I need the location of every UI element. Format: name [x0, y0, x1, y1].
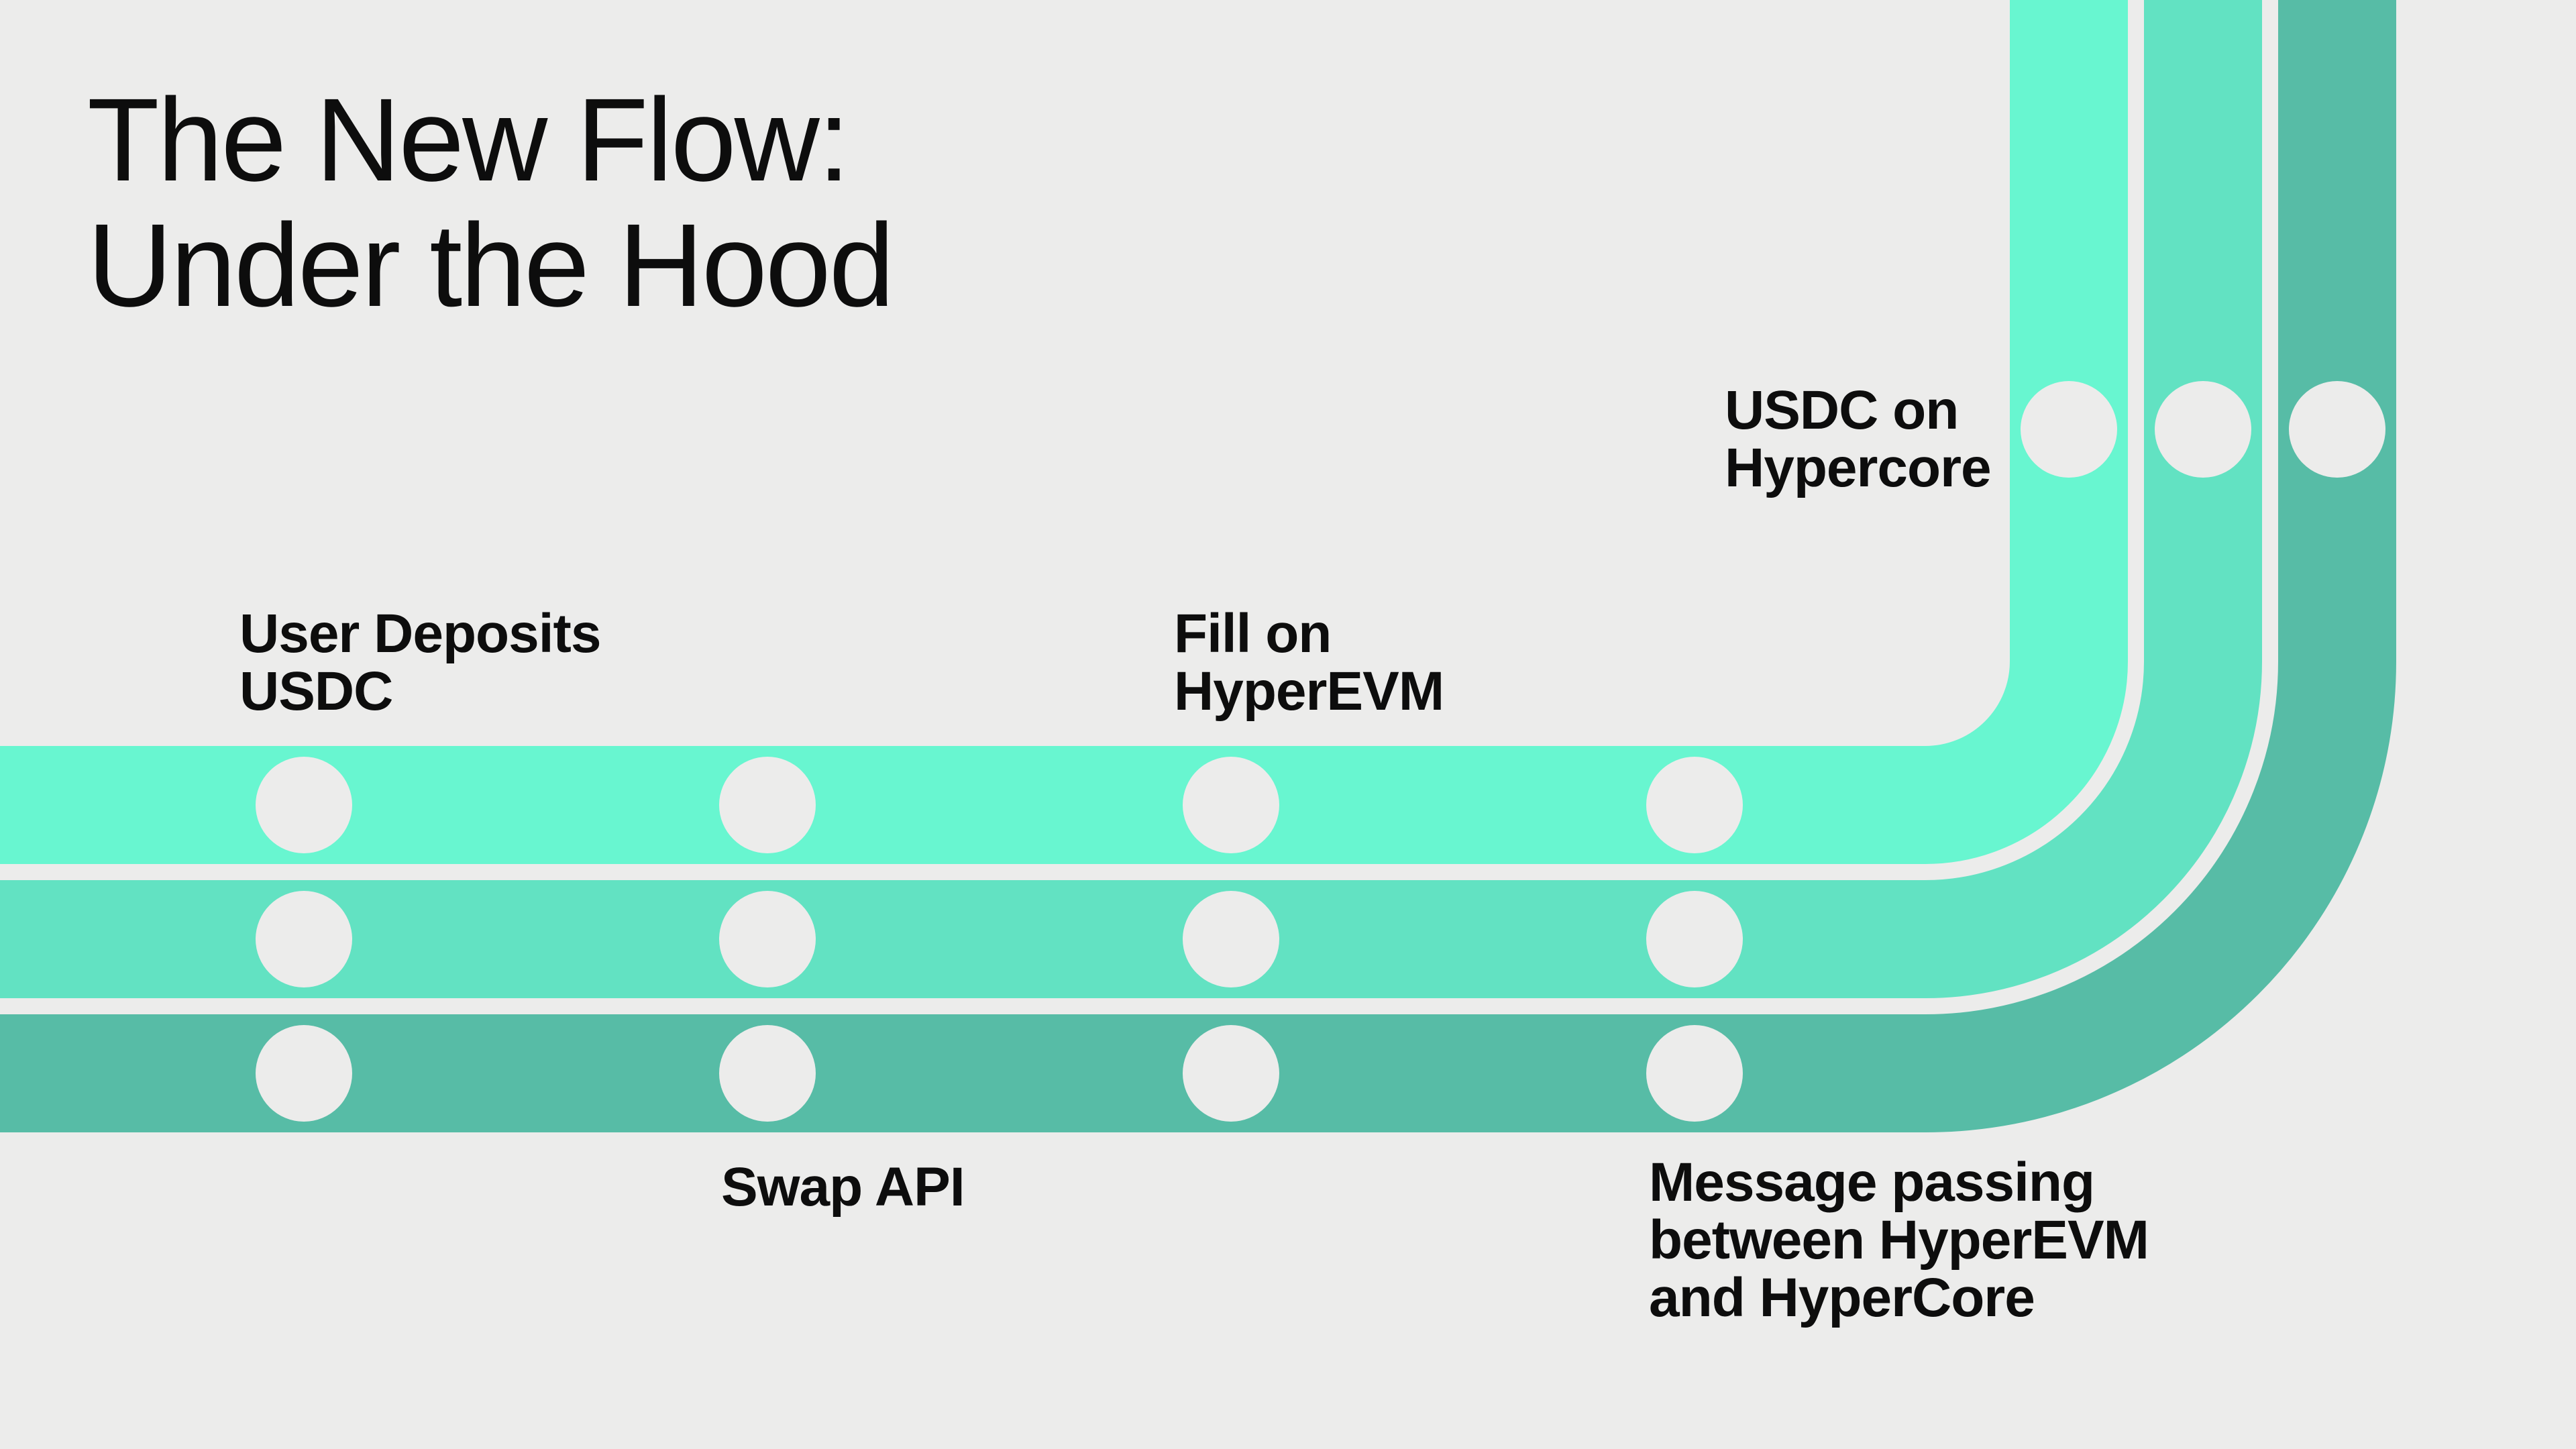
station-dot — [2155, 381, 2251, 478]
station-dot — [1646, 891, 1743, 987]
station-dot — [1646, 1025, 1743, 1122]
label-fill-on-hyperevm: Fill on HyperEVM — [1174, 603, 1444, 722]
station-dot — [1183, 891, 1279, 987]
page-title: The New Flow: Under the Hood — [87, 74, 895, 331]
station-dot — [719, 1025, 816, 1122]
station-dot — [2021, 381, 2117, 478]
station-dot — [256, 891, 352, 987]
station-dot — [1646, 757, 1743, 853]
label-message-passing: Message passing between HyperEVM and Hyp… — [1649, 1152, 2149, 1328]
label-user-deposits-usdc: User Deposits USDC — [239, 603, 601, 722]
station-dot — [719, 891, 816, 987]
flow-line-middle-path — [0, 0, 2262, 998]
station-dot — [2289, 381, 2385, 478]
station-dots — [256, 381, 2385, 1122]
flow-line-outer-path — [0, 0, 2396, 1132]
label-usdc-on-hypercore: USDC on Hypercore — [1725, 380, 1992, 498]
station-dot — [256, 1025, 352, 1122]
station-dot — [719, 757, 816, 853]
label-swap-api: Swap API — [721, 1157, 965, 1218]
station-dot — [1183, 757, 1279, 853]
station-dot — [256, 757, 352, 853]
station-dot — [1183, 1025, 1279, 1122]
flow-line-inner-path — [0, 0, 2128, 864]
